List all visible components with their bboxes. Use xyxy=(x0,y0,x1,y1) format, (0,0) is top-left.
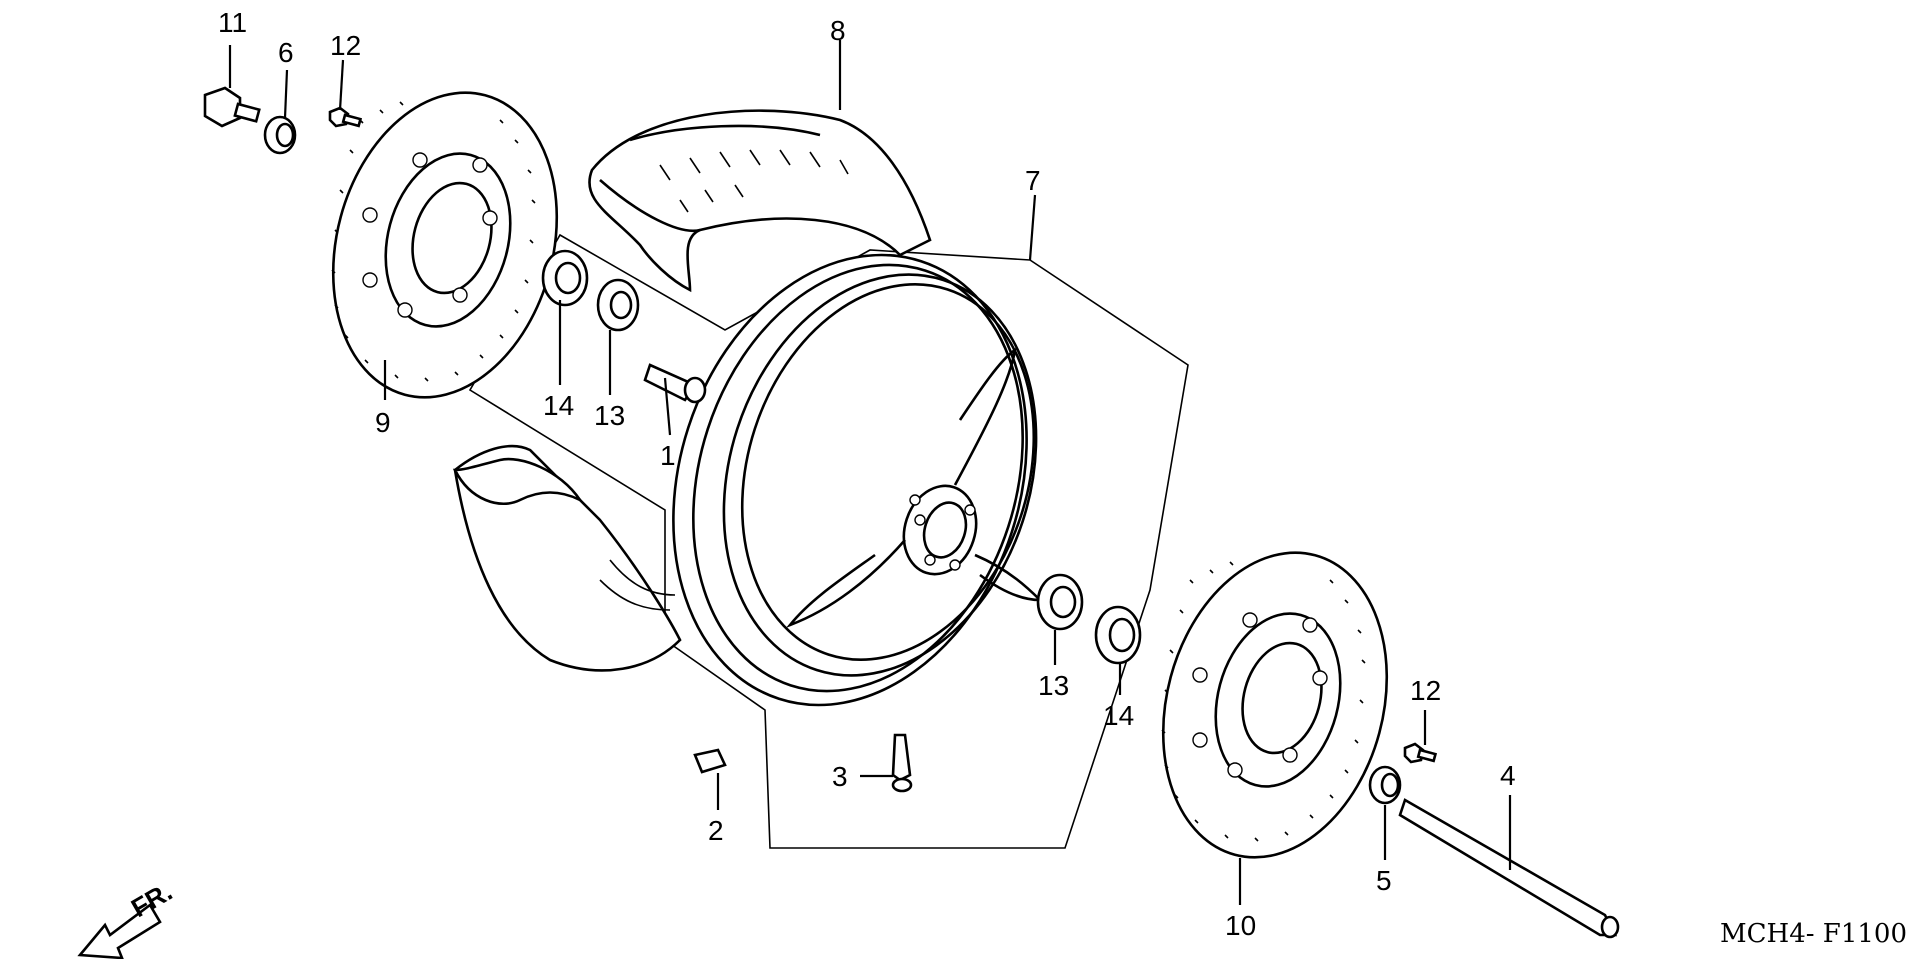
callout-labels: 11 6 12 8 7 9 14 13 1 13 14 12 4 5 10 2 … xyxy=(218,7,1516,941)
callout-5: 5 xyxy=(1376,865,1392,896)
brake-disc-left[interactable] xyxy=(301,67,590,422)
callout-13-left: 13 xyxy=(594,400,625,431)
tire-lower[interactable] xyxy=(452,444,682,672)
callout-14-right: 14 xyxy=(1103,700,1134,731)
callout-4: 4 xyxy=(1500,760,1516,791)
distance-collar[interactable] xyxy=(643,363,707,404)
callout-3: 3 xyxy=(832,761,848,792)
tire-valve[interactable] xyxy=(891,733,913,793)
leader-lines xyxy=(228,40,1512,905)
disc-bolt-bottom[interactable] xyxy=(1403,742,1438,764)
collar-right[interactable] xyxy=(1368,765,1402,805)
bearing-left[interactable] xyxy=(541,249,589,307)
callout-1: 1 xyxy=(660,440,676,471)
callout-7: 7 xyxy=(1025,165,1041,196)
balance-weight[interactable] xyxy=(693,748,727,774)
callout-8: 8 xyxy=(830,15,846,46)
callout-11: 11 xyxy=(218,7,247,38)
diagram-code: MCH4- F1100 xyxy=(1720,919,1907,949)
brake-disc-right[interactable] xyxy=(1131,527,1420,882)
callout-9: 9 xyxy=(375,407,391,438)
front-axle[interactable] xyxy=(1398,798,1620,939)
callout-12-bottom: 12 xyxy=(1410,675,1441,706)
callout-6: 6 xyxy=(278,37,294,68)
collar-left[interactable] xyxy=(263,115,297,155)
tire-upper[interactable] xyxy=(588,109,932,293)
callout-13-right: 13 xyxy=(1038,670,1069,701)
callout-12-top: 12 xyxy=(330,30,361,61)
front-direction-arrow: FR. xyxy=(77,876,177,960)
oil-seal-left[interactable] xyxy=(596,278,640,332)
callout-10: 10 xyxy=(1225,910,1256,941)
bearing-right[interactable] xyxy=(1036,573,1084,631)
wheel-rim[interactable] xyxy=(617,209,1086,752)
callout-14-left: 14 xyxy=(543,390,574,421)
oil-seal-right[interactable] xyxy=(1094,605,1142,665)
wheel-assembly-outline xyxy=(468,233,1189,849)
disc-bolt-top[interactable] xyxy=(328,106,363,128)
callout-2: 2 xyxy=(708,815,724,846)
flange-bolt[interactable] xyxy=(203,86,261,128)
